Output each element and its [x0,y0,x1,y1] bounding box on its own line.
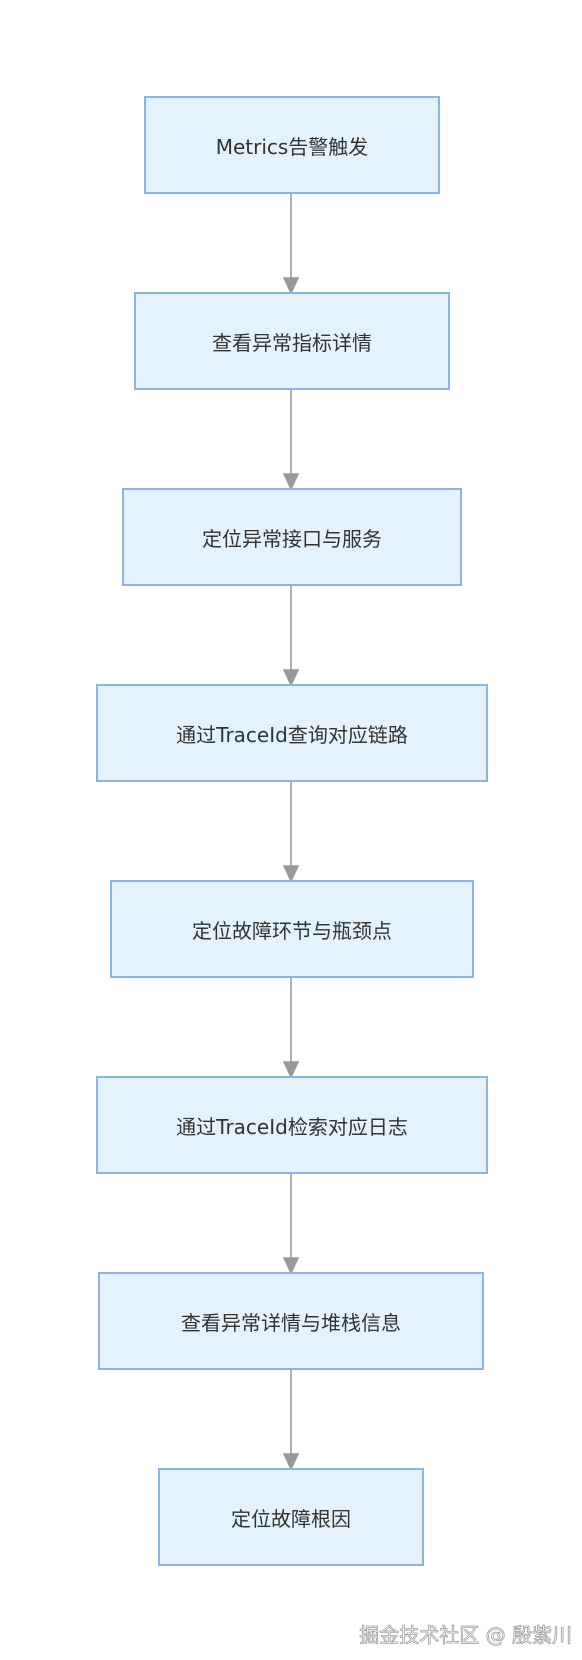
flow-node-view-stack: 查看异常详情与堆栈信息 [98,1272,484,1370]
flow-node-root-cause: 定位故障根因 [158,1468,424,1566]
arrowhead-3-4 [282,669,300,687]
flow-node-label: 定位异常接口与服务 [202,526,382,551]
arrowhead-1-2 [282,277,300,295]
arrowhead-2-3 [282,473,300,491]
flow-node-label: 定位故障环节与瓶颈点 [192,918,392,943]
arrowhead-4-5 [282,865,300,883]
flow-node-label: 通过TraceId查询对应链路 [176,722,408,747]
flow-node-locate-bottleneck: 定位故障环节与瓶颈点 [110,880,474,978]
flow-node-search-logs: 通过TraceId检索对应日志 [96,1076,488,1174]
flow-node-locate-service: 定位异常接口与服务 [122,488,462,586]
arrowhead-6-7 [282,1257,300,1275]
arrowhead-7-8 [282,1453,300,1471]
watermark: 掘金技术社区 @ 殷紫川 [359,1623,572,1648]
flow-node-label: Metrics告警触发 [215,134,369,159]
flow-node-label: 定位故障根因 [231,1506,351,1531]
flow-node-label: 查看异常详情与堆栈信息 [181,1310,401,1335]
flow-node-metrics-alert: Metrics告警触发 [144,96,440,194]
flow-node-label: 通过TraceId检索对应日志 [176,1114,408,1139]
flow-node-label: 查看异常指标详情 [212,330,372,355]
flow-node-query-trace: 通过TraceId查询对应链路 [96,684,488,782]
arrowhead-5-6 [282,1061,300,1079]
flow-node-view-metric-details: 查看异常指标详情 [134,292,450,390]
